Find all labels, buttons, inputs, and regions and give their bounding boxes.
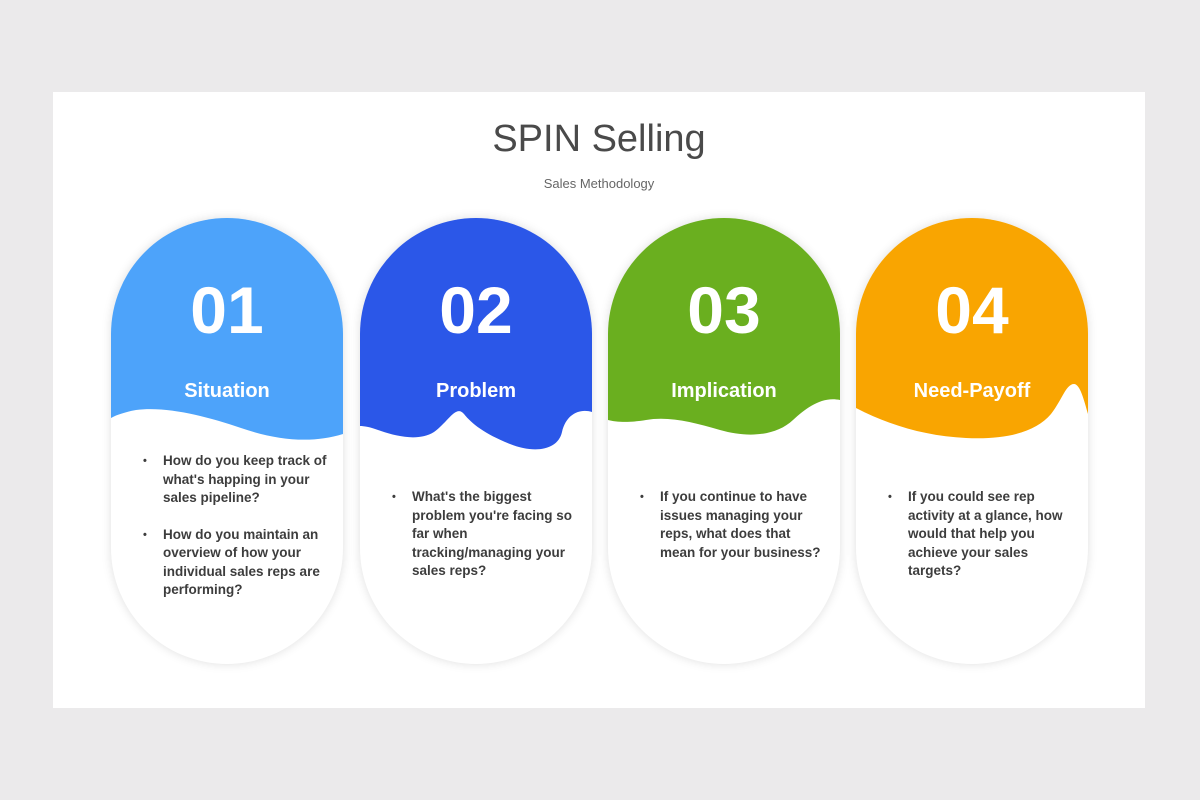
card-need-payoff-bullet-1: If you could see rep activity at a glanc… bbox=[888, 488, 1076, 581]
card-problem-header bbox=[360, 218, 592, 450]
card-need-payoff-label: Need-Payoff bbox=[913, 380, 1031, 402]
card-implication-number: 03 bbox=[687, 273, 761, 347]
card-situation-bullet-1: How do you keep track of what's happing … bbox=[143, 452, 331, 508]
card-situation-bullets: How do you keep track of what's happing … bbox=[141, 452, 331, 618]
card-problem: 02 Problem What's the biggest problem yo… bbox=[360, 218, 592, 664]
card-implication-wave bbox=[608, 218, 840, 435]
card-need-payoff-wave bbox=[856, 218, 1088, 439]
card-implication-bullet-1: If you continue to have issues managing … bbox=[640, 488, 828, 562]
card-situation-number: 01 bbox=[190, 273, 264, 347]
slide: SPIN Selling Sales Methodology 01 Situat… bbox=[53, 92, 1145, 708]
card-problem-bullet-1: What's the biggest problem you're facing… bbox=[392, 488, 580, 581]
card-situation-wave bbox=[111, 218, 343, 440]
card-situation-header bbox=[111, 218, 343, 440]
card-problem-bullets: What's the biggest problem you're facing… bbox=[390, 488, 580, 599]
card-problem-number: 02 bbox=[439, 273, 513, 347]
card-implication-header bbox=[608, 218, 840, 435]
slide-title: SPIN Selling bbox=[492, 118, 706, 160]
card-implication-bullets: If you continue to have issues managing … bbox=[638, 488, 828, 580]
card-implication: 03 Implication If you continue to have i… bbox=[608, 218, 840, 664]
card-need-payoff-bullets: If you could see rep activity at a glanc… bbox=[886, 488, 1076, 599]
card-situation-bullet-2: How do you maintain an overview of how y… bbox=[143, 526, 331, 600]
card-situation: 01 Situation How do you keep track of wh… bbox=[111, 218, 343, 664]
card-need-payoff-number: 04 bbox=[935, 273, 1009, 347]
card-need-payoff-header bbox=[856, 218, 1088, 439]
slide-subtitle: Sales Methodology bbox=[543, 176, 655, 191]
card-situation-label: Situation bbox=[184, 380, 270, 402]
card-problem-wave bbox=[360, 218, 592, 450]
card-implication-label: Implication bbox=[671, 380, 777, 402]
card-need-payoff: 04 Need-Payoff If you could see rep acti… bbox=[856, 218, 1088, 664]
card-problem-label: Problem bbox=[435, 380, 517, 402]
